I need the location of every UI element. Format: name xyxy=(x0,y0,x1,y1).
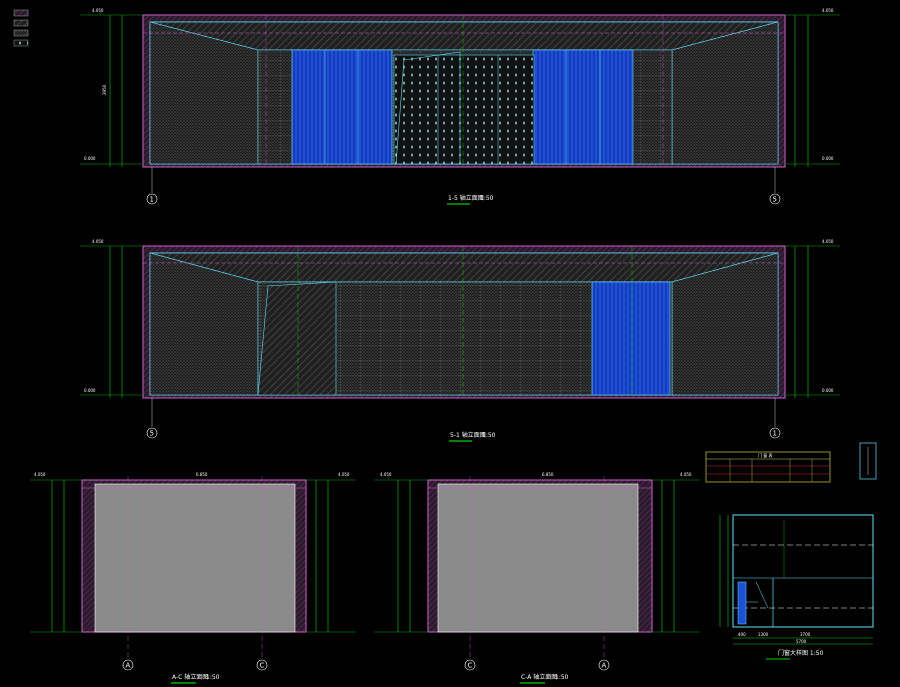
blue-panel xyxy=(591,281,671,396)
door-window-table: 门 窗 表 xyxy=(705,442,877,483)
decorative-door-panel xyxy=(393,54,535,165)
elevation-label: 0.000 xyxy=(822,156,834,161)
angled-door xyxy=(257,281,337,396)
elevation-label: 0.000 xyxy=(822,388,834,393)
window-detail-icon xyxy=(859,442,877,480)
view-scale: 1:50 xyxy=(482,432,496,439)
elevation-middle: 4.050 0.000 4.050 0.000 5 1 5-1 轴立面图 1:5… xyxy=(80,239,840,442)
blue-panel-right xyxy=(532,49,634,165)
elevation-label: 4.050 xyxy=(34,472,46,477)
view-scale: 1:50 xyxy=(206,674,220,681)
grid-label: A xyxy=(602,662,607,670)
view-title: 1-5 轴立面图 xyxy=(448,194,484,202)
elevation-label: 4.050 xyxy=(92,8,104,13)
detail-drawing: 400 1300 3700 5700 门窗大样图 1:50 xyxy=(719,514,874,660)
detail-frame xyxy=(732,514,874,628)
grid-bubble xyxy=(464,659,476,671)
dim-text: 3700 xyxy=(800,632,811,637)
grid-label: 1 xyxy=(150,196,154,204)
elevation-label: 4.050 xyxy=(380,472,392,477)
ceiling-panel xyxy=(149,21,779,51)
grid-bubble xyxy=(146,427,158,439)
elevation-label: 4.050 xyxy=(822,239,834,244)
dim-text: 3950 xyxy=(102,84,107,95)
table-frame xyxy=(705,451,831,483)
ceiling-panel xyxy=(149,252,779,283)
grid-bubble xyxy=(598,659,610,671)
legend-swatch xyxy=(13,9,29,17)
legend-swatch xyxy=(13,39,29,47)
grid-bubble xyxy=(256,659,268,671)
grid-label: C xyxy=(260,662,265,670)
legend-swatch xyxy=(13,29,29,37)
view-title: C-A 轴立面图 xyxy=(521,673,557,681)
dim-text: 6.850 xyxy=(542,472,554,477)
table-title: 门 窗 表 xyxy=(758,452,773,458)
gray-wall-panel xyxy=(94,483,296,633)
blue-panel-left xyxy=(291,49,393,165)
elevation-label: 4.050 xyxy=(822,8,834,13)
elevation-label: 0.000 xyxy=(84,388,96,393)
door-leaf xyxy=(737,581,747,625)
grid-bubble xyxy=(122,659,134,671)
elevation-label: 4.050 xyxy=(92,239,104,244)
elevation-label: 4.050 xyxy=(338,472,350,477)
view-title: 5-1 轴立面图 xyxy=(450,431,486,439)
dim-text: 5700 xyxy=(796,639,807,644)
grid-label: 1 xyxy=(773,430,777,438)
legend-swatch xyxy=(13,19,29,27)
grid-label: C xyxy=(468,662,473,670)
dim-text: 1300 xyxy=(758,632,769,637)
elevation-bottom-left: 6.850 4.050 4.050 A C A-C 轴立面图 1:50 xyxy=(30,472,356,684)
detail-caption: 门窗大样图 1:50 xyxy=(778,649,824,657)
grid-label: 5 xyxy=(773,196,777,204)
legend xyxy=(13,9,29,47)
grid-bubble xyxy=(769,193,781,205)
view-scale: 1:50 xyxy=(555,674,569,681)
elevation-bottom-mid: 6.850 4.050 4.050 C A C-A 轴立面图 1:50 xyxy=(374,472,700,684)
grid-bubble xyxy=(146,193,158,205)
elevation-label: 4.050 xyxy=(680,472,692,477)
elevation-top: 4.050 0.000 3950 4.050 0.000 1 5 1-5 轴立面… xyxy=(80,8,840,205)
grid-label: 5 xyxy=(150,430,154,438)
dim-text: 400 xyxy=(738,632,746,637)
view-scale: 1:50 xyxy=(480,195,494,202)
grid-bubble xyxy=(769,427,781,439)
view-title: A-C 轴立面图 xyxy=(172,673,208,681)
grid-label: A xyxy=(126,662,131,670)
dim-text: 6.850 xyxy=(196,472,208,477)
elevation-label: 0.000 xyxy=(84,156,96,161)
gray-wall-panel xyxy=(437,483,639,633)
